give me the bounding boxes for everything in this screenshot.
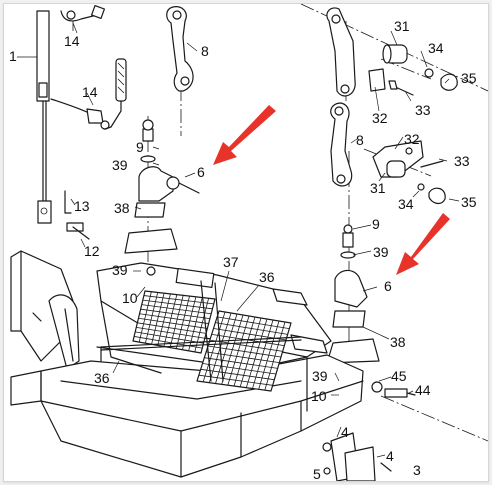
callout-45: 45 bbox=[391, 368, 407, 384]
callout-9-left: 9 bbox=[136, 139, 144, 155]
callout-3: 3 bbox=[413, 462, 421, 478]
callout-32-upper: 32 bbox=[372, 110, 388, 126]
pin-and-bolt bbox=[64, 190, 90, 240]
callout-44: 44 bbox=[415, 382, 431, 398]
callout-35-mid: 35 bbox=[461, 194, 477, 210]
callout-6-right: 6 bbox=[384, 278, 392, 294]
callout-13: 13 bbox=[74, 198, 90, 214]
callout-31-upper: 31 bbox=[394, 18, 410, 34]
callout-39-lower-left: 39 bbox=[112, 262, 128, 278]
lower-right-bracket bbox=[322, 432, 392, 481]
callout-4-lower: 4 bbox=[386, 448, 394, 464]
callout-37: 37 bbox=[223, 254, 239, 270]
callout-8-left: 8 bbox=[201, 43, 209, 59]
callout-6-left: 6 bbox=[197, 164, 205, 180]
mesh-screen-left bbox=[132, 290, 216, 354]
callout-5: 5 bbox=[313, 466, 321, 481]
callout-34-mid: 34 bbox=[398, 196, 414, 212]
callout-38-right: 38 bbox=[390, 334, 406, 350]
callout-39-lower-right: 39 bbox=[312, 368, 328, 384]
diagram-frame: 1 14 14 13 12 8 9 39 6 38 39 10 37 36 36… bbox=[3, 3, 489, 482]
callout-35-upper: 35 bbox=[461, 70, 477, 86]
callout-10-right: 10 bbox=[311, 388, 327, 404]
gas-strut bbox=[36, 10, 52, 224]
callout-36-upper: 36 bbox=[259, 269, 275, 285]
right-mid-link-group bbox=[372, 140, 446, 205]
highlight-arrow-left bbox=[213, 105, 276, 165]
callout-8-right: 8 bbox=[356, 132, 364, 148]
link-arm-upper bbox=[166, 6, 194, 92]
callout-14-mid: 14 bbox=[82, 84, 98, 100]
callout-39-upper-left: 39 bbox=[112, 157, 128, 173]
callout-36-lower: 36 bbox=[94, 370, 110, 386]
hose-assembly bbox=[50, 4, 127, 130]
callout-33-upper: 33 bbox=[415, 102, 431, 118]
callout-38-left: 38 bbox=[114, 200, 130, 216]
link-arm-right bbox=[330, 102, 353, 187]
exploded-parts-diagram: 1 14 14 13 12 8 9 39 6 38 39 10 37 36 36… bbox=[9, 4, 488, 481]
callout-32-mid: 32 bbox=[404, 131, 420, 147]
callout-labels: 1 14 14 13 12 8 9 39 6 38 39 10 37 36 36… bbox=[9, 18, 477, 481]
pivot-bracket-right bbox=[326, 224, 380, 364]
highlight-arrows bbox=[213, 105, 450, 275]
callout-39-upper-right: 39 bbox=[373, 244, 389, 260]
callout-34-upper: 34 bbox=[428, 40, 444, 56]
right-upper-link-group bbox=[326, 7, 458, 97]
main-frame bbox=[10, 250, 364, 478]
callout-1: 1 bbox=[9, 48, 17, 64]
callout-10-left: 10 bbox=[122, 290, 138, 306]
leader-lines bbox=[17, 22, 460, 458]
callout-12: 12 bbox=[84, 243, 100, 259]
callout-33-mid: 33 bbox=[454, 153, 470, 169]
rods bbox=[100, 280, 302, 382]
callout-9-right: 9 bbox=[372, 216, 380, 232]
callout-4-upper: 4 bbox=[341, 424, 349, 440]
highlight-arrow-right bbox=[396, 213, 450, 275]
callout-14-top: 14 bbox=[64, 33, 80, 49]
callout-31-mid: 31 bbox=[370, 180, 386, 196]
